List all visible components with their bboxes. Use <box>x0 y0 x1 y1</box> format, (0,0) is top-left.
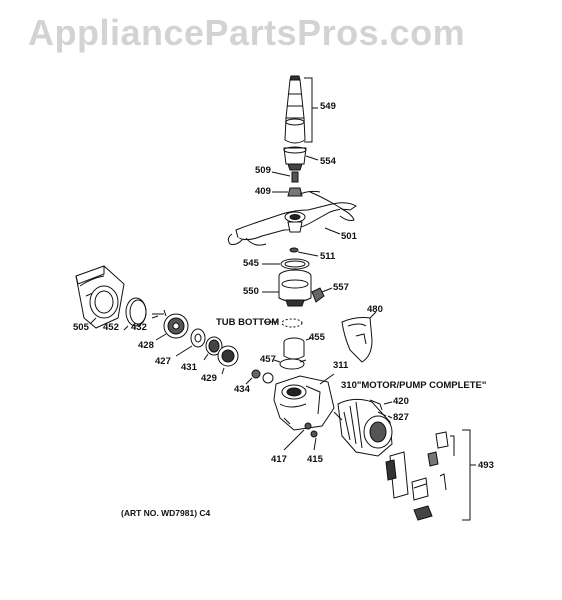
callout-429: 429 <box>201 373 217 384</box>
part-434-nut <box>245 369 274 385</box>
part-427-ring <box>175 328 206 357</box>
callout-420: 420 <box>393 396 409 407</box>
part-480-shield <box>341 311 377 363</box>
watermark-logo: AppliancePartsPros.com <box>28 12 466 53</box>
callout-501: 501 <box>341 231 357 242</box>
callout-452: 452 <box>103 322 119 333</box>
part-554-nut <box>283 146 319 171</box>
callout-545: 545 <box>243 258 259 269</box>
callout-827: 827 <box>393 412 409 423</box>
part-457-clamp <box>273 358 307 370</box>
callout-311: 311 <box>333 360 349 371</box>
callout-427: 427 <box>155 356 171 367</box>
part-409-washer <box>272 187 303 197</box>
callout-480: 480 <box>367 304 383 315</box>
part-311-pump-body <box>273 373 335 431</box>
part-310-motor <box>333 398 393 457</box>
callout-509: 509 <box>255 165 271 176</box>
callout-431: 431 <box>181 362 197 373</box>
part-493-bracket-kit <box>385 429 476 521</box>
callout-434: 434 <box>234 384 250 395</box>
callout-549: 549 <box>320 101 336 112</box>
callout-554: 554 <box>320 156 336 167</box>
callout-455: 455 <box>309 332 325 343</box>
part-505-housing <box>75 265 125 329</box>
part-511-washer <box>289 247 319 257</box>
part-455-grommet <box>283 337 313 360</box>
part-428-impeller <box>155 309 189 341</box>
callout-428: 428 <box>138 340 154 351</box>
callout-310: 310"MOTOR/PUMP COMPLETE" <box>341 380 487 391</box>
part-452-clamp <box>123 297 147 331</box>
part-549-spray-tower <box>284 75 318 144</box>
part-431-seal <box>203 336 223 361</box>
part-417-415-fasteners <box>283 422 318 451</box>
part-550-hub <box>262 269 312 307</box>
part-420-827-brackets <box>369 399 393 419</box>
callout-432: 432 <box>131 322 147 333</box>
callout-tub-bottom: TUB BOTTOM <box>216 317 280 328</box>
part-557-clip <box>311 287 333 303</box>
callout-511: 511 <box>320 251 336 262</box>
callout-550: 550 <box>243 286 259 297</box>
callout-415: 415 <box>307 454 323 465</box>
callout-409: 409 <box>255 186 271 197</box>
part-545-seal-ring <box>262 258 310 270</box>
callout-417: 417 <box>271 454 287 465</box>
part-429-impeller-hub <box>217 345 239 375</box>
part-432-spring <box>151 313 164 319</box>
art-number-note: (ART NO. WD7981) C4 <box>121 508 211 518</box>
part-509-stud <box>271 171 299 183</box>
callout-557: 557 <box>333 282 349 293</box>
part-501-spray-arm <box>227 190 357 246</box>
callout-493: 493 <box>478 460 494 471</box>
callout-457: 457 <box>260 354 276 365</box>
callout-505: 505 <box>73 322 89 333</box>
tub-bottom-ring <box>264 318 303 328</box>
